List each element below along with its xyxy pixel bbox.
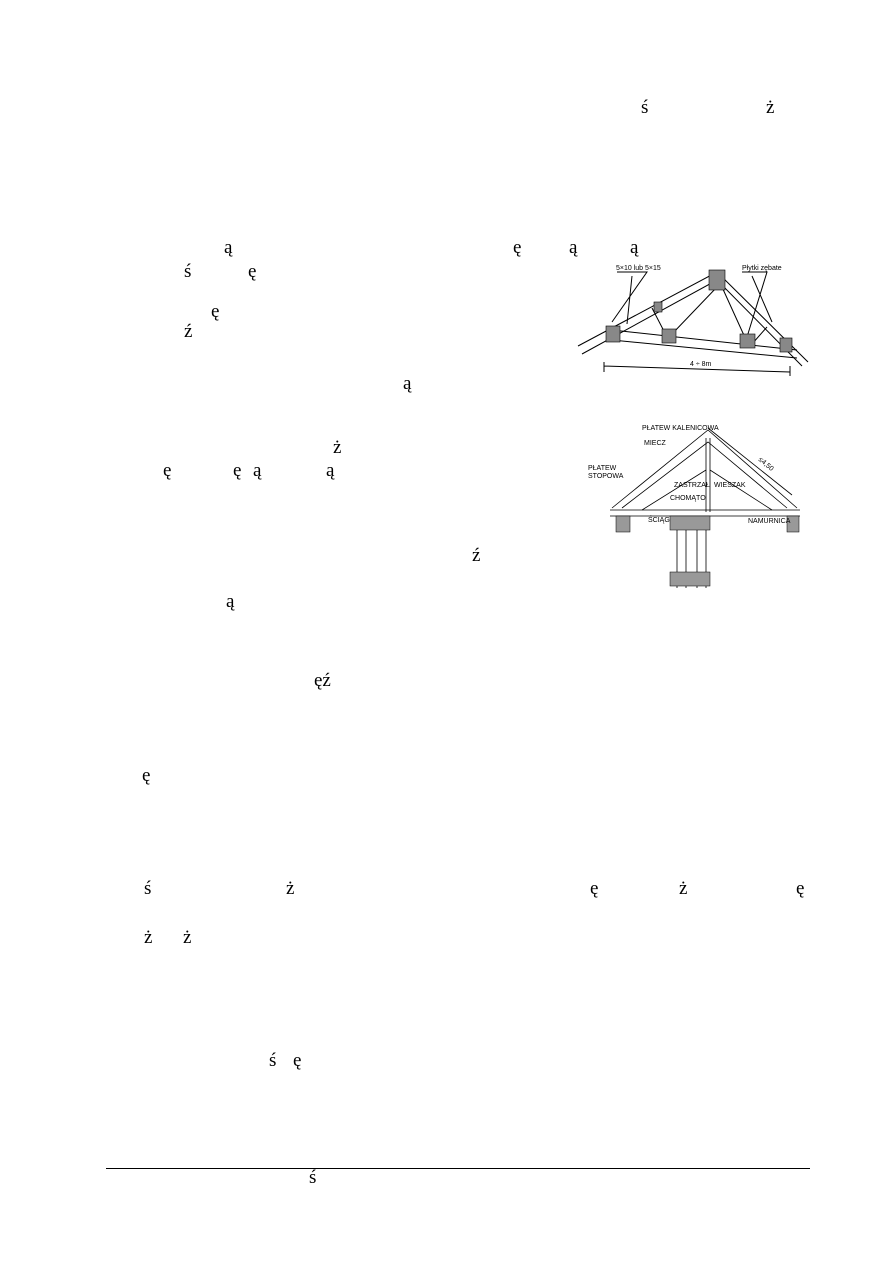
strut-label: ZASTRZAŁ xyxy=(674,482,710,489)
footer-rule xyxy=(106,1168,810,1169)
text-glyph: ę xyxy=(233,460,242,481)
text-glyph: ż xyxy=(183,927,192,948)
brace-label: MIECZ xyxy=(644,440,667,447)
span-label: 4 ÷ 8m xyxy=(690,361,712,368)
text-glyph: ż xyxy=(144,927,153,948)
text-glyph: ę xyxy=(142,765,151,786)
text-glyph: ę xyxy=(590,878,599,899)
tie-label: ŚCIĄG xyxy=(648,515,670,524)
text-glyph: ę xyxy=(293,1050,302,1071)
text-glyph: ż xyxy=(286,878,295,899)
wallplate-label: NAMURNICA xyxy=(748,518,791,525)
hanger-label: WIESZAK xyxy=(714,482,746,489)
text-glyph: ę xyxy=(248,261,257,282)
text-glyph: ę xyxy=(211,301,220,322)
text-glyph: ś xyxy=(641,97,649,118)
plate-label-1: PŁATEW xyxy=(588,465,617,472)
text-glyph: ą xyxy=(226,591,235,612)
text-glyph: ę xyxy=(513,237,522,258)
text-glyph: ś xyxy=(269,1050,277,1071)
text-glyph: ą xyxy=(630,237,639,258)
text-glyph: ą xyxy=(569,237,578,258)
plates-label: Płytki zębate xyxy=(742,265,782,272)
footer-text: ś xyxy=(309,1167,317,1188)
length-label: ≤4,50 xyxy=(757,456,775,473)
text-glyph: ż xyxy=(766,97,775,118)
text-glyph: ą xyxy=(403,373,412,394)
clamp-label: CHOMĄTO xyxy=(670,495,706,502)
text-glyph: ą xyxy=(253,460,262,481)
text-glyph: ęź xyxy=(314,670,331,691)
text-glyph: ą xyxy=(224,237,233,258)
section-label: 5×10 lub 5×15 xyxy=(616,265,661,272)
king-post-truss-figure: PŁATEW KALENICOWA MIECZ PŁATEW STOPOWA Z… xyxy=(588,425,800,588)
text-glyph: ę xyxy=(163,460,172,481)
text-glyph: ż xyxy=(333,437,342,458)
text-glyph: ę xyxy=(796,878,805,899)
plate-label-2: STOPOWA xyxy=(588,473,624,480)
text-glyph: ź xyxy=(184,321,193,342)
text-glyph: ś xyxy=(144,878,152,899)
ridge-label: PŁATEW KALENICOWA xyxy=(642,425,719,432)
truss-figure: 5×10 lub 5×15 Płytki zębate 4 ÷ 8m xyxy=(577,265,809,376)
text-glyph: ż xyxy=(679,878,688,899)
text-glyph: ź xyxy=(472,545,481,566)
text-glyph: ś xyxy=(184,261,192,282)
text-glyph: ą xyxy=(326,460,335,481)
